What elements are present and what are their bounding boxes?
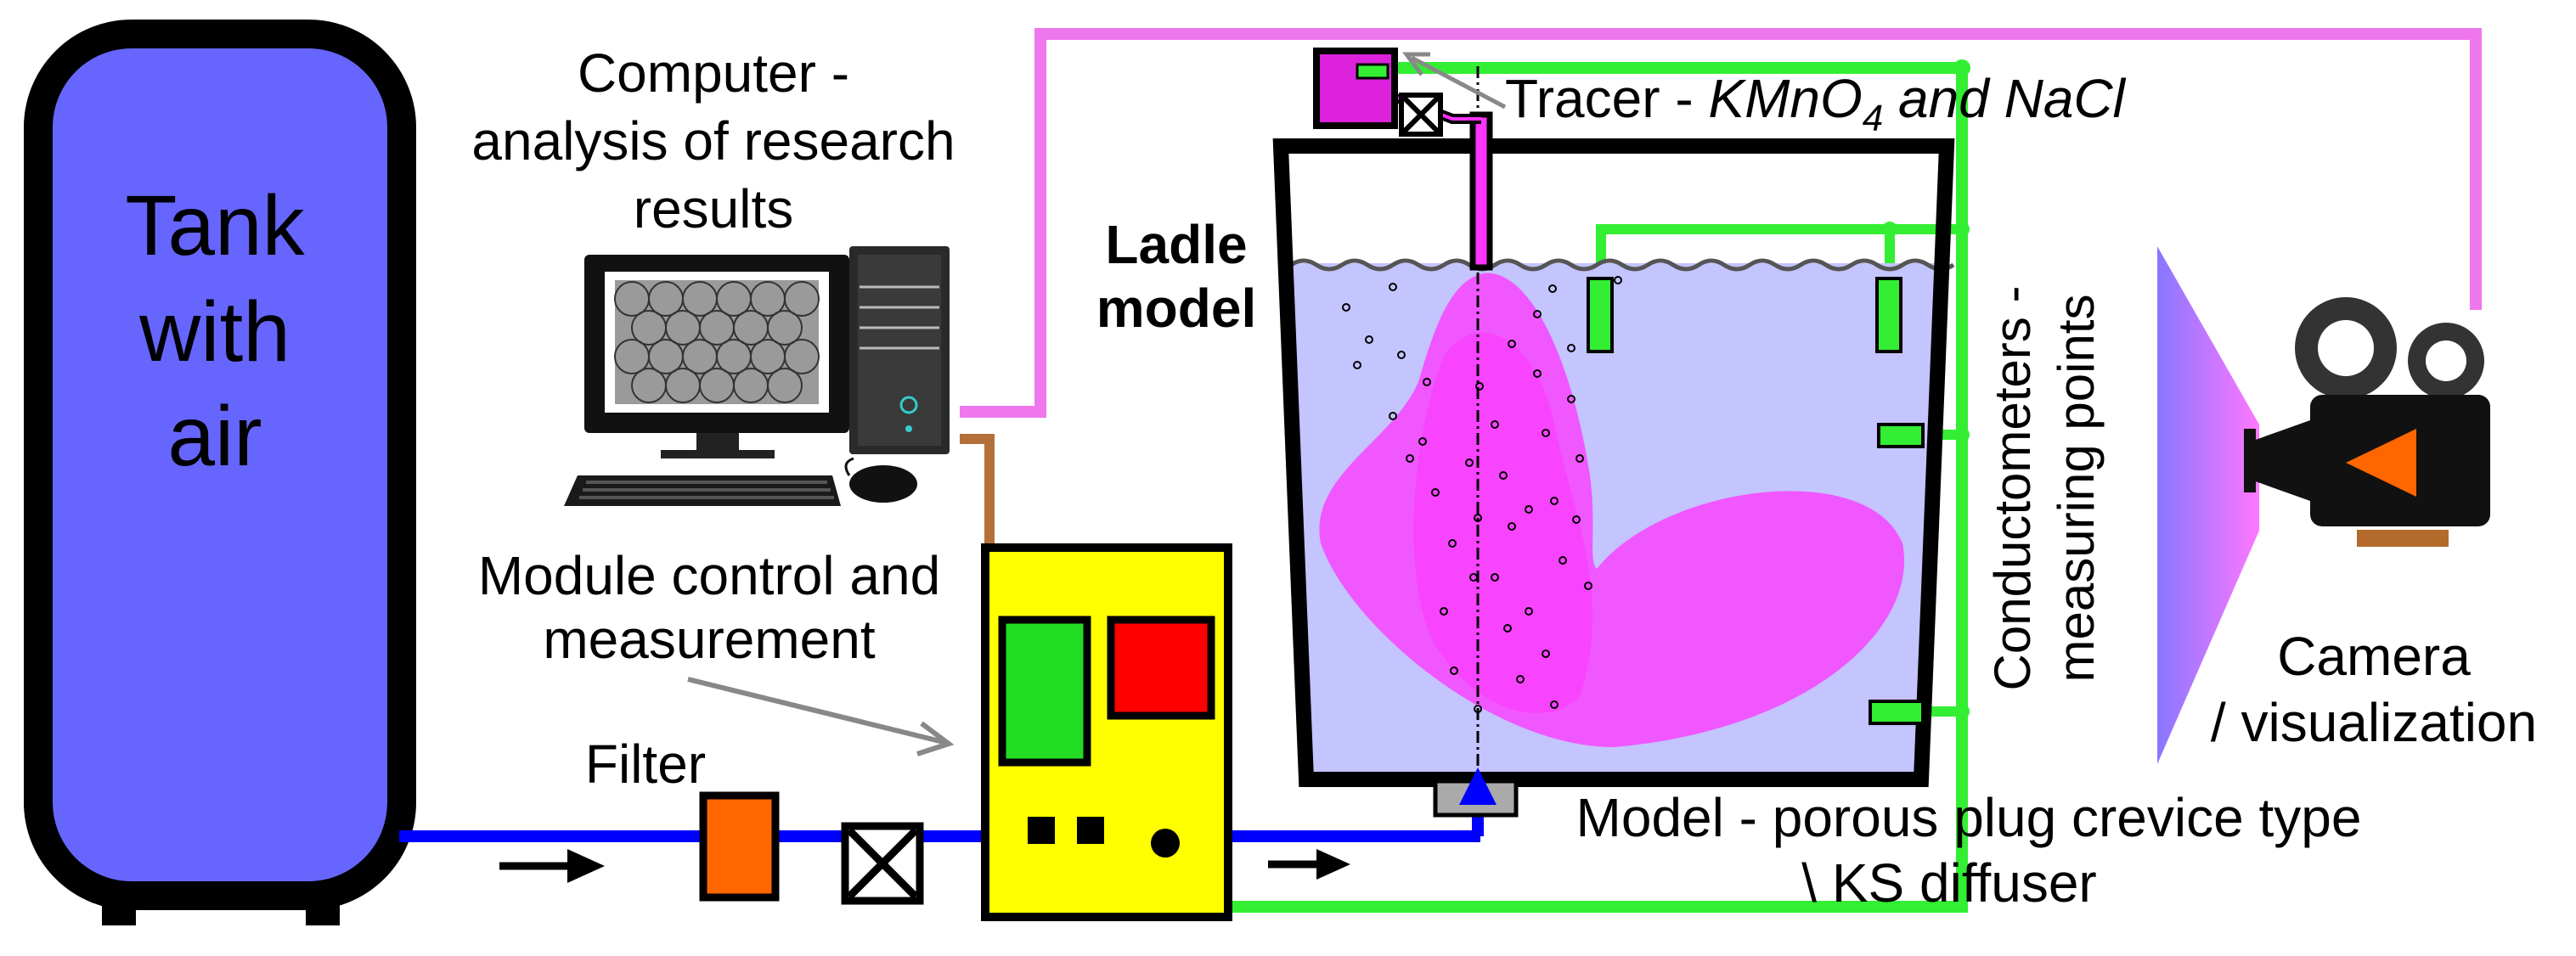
conductometer-probe-icon — [1875, 277, 1902, 353]
plug-label-line2: \ KS diffuser — [1801, 852, 2096, 914]
module-red-display — [1107, 616, 1215, 720]
tank-label-line1: Tank — [125, 178, 305, 273]
tank-label-line2: with — [138, 284, 290, 380]
conductometers-label-line2: measuring points — [2048, 295, 2105, 683]
tracer-label: Tracer - KMnO4 and NaCl — [1505, 68, 2127, 139]
module-data-wire — [960, 434, 995, 548]
module-pointer-arrow — [687, 677, 955, 756]
computer-label-line1: Computer - — [578, 42, 849, 104]
filter: Filter — [585, 734, 780, 902]
plug-label-line1: Model - porous plug crevice type — [1576, 787, 2362, 848]
conductometer-probe-icon — [1869, 700, 1925, 725]
camera-view-beam — [2157, 246, 2259, 764]
ladle-label-line1: Ladle — [1105, 214, 1247, 275]
module-green-display — [998, 616, 1091, 767]
conductometers-label-line1: Conductometers - — [1984, 286, 2041, 691]
conductometer-wire-top — [1596, 224, 1962, 272]
conductometer-wire-main — [1228, 62, 1968, 913]
porous-plug-icon — [1433, 768, 1519, 818]
conductometer-probe-icon — [1587, 277, 1614, 353]
ladle-label-line2: model — [1096, 278, 1256, 339]
valve-icon — [1399, 93, 1443, 137]
control-module — [981, 543, 1232, 921]
camera-label-line2: / visualization — [2211, 692, 2537, 753]
camera-label-line1: Camera — [2277, 626, 2471, 687]
camera-signal-wire — [960, 28, 2482, 418]
filter-label: Filter — [585, 734, 706, 795]
tracer-injector — [1313, 48, 1507, 271]
air-tank: Tank with air — [24, 20, 416, 925]
module-label-line2: measurement — [543, 609, 876, 670]
arrow-right-icon — [1268, 849, 1350, 880]
module-label-line1: Module control and — [478, 545, 940, 606]
valve-icon — [841, 822, 924, 905]
conductometer-probe-icon — [1877, 423, 1925, 448]
tank-label-line3: air — [167, 389, 262, 484]
arrow-right-icon — [499, 849, 605, 883]
computer-icon — [564, 246, 950, 506]
computer-label-line2: analysis of research — [471, 110, 955, 172]
camera-icon — [2244, 297, 2490, 547]
connections — [399, 28, 2482, 913]
ladle-model — [1272, 66, 1955, 818]
computer-label-line3: results — [634, 178, 794, 239]
